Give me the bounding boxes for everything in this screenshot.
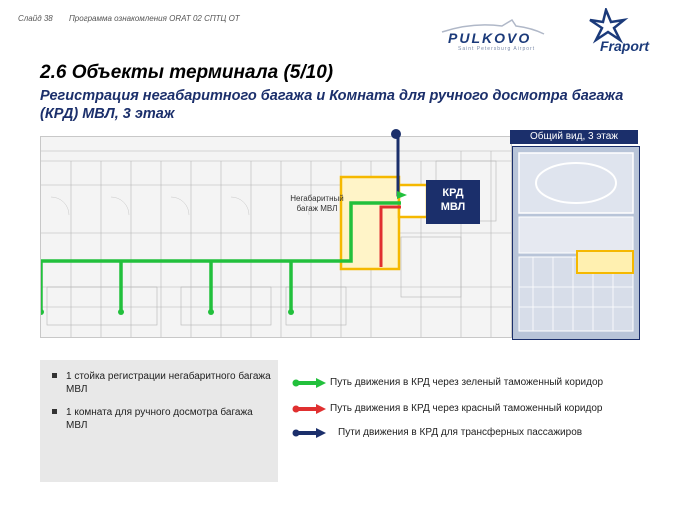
legend-green: Путь движения в КРД через зеленый таможе… <box>292 376 672 392</box>
green-arrow-icon <box>292 378 326 388</box>
legend-red-text: Путь движения в КРД через красный таможе… <box>330 403 603 414</box>
legend-red: Путь движения в КРД через красный таможе… <box>292 402 672 418</box>
overview-highlight <box>576 250 634 274</box>
slide-number: Слайд 38 <box>18 14 53 23</box>
page-title: 2.6 Объекты терминала (5/10) <box>40 62 334 83</box>
pulkovo-logo-icon <box>441 18 545 35</box>
krd-label-line1: КРД <box>442 187 464 199</box>
program-name: Программа ознакомления ORAT 02 СПТЦ ОТ <box>68 14 240 23</box>
slide-header: Слайд 38 Программа ознакомления ORAT 02 … <box>18 14 254 23</box>
legend-blue-text: Пути движения в КРД для трансферных пасс… <box>338 427 583 438</box>
legend-green-text: Путь движения в КРД через зеленый таможе… <box>330 377 604 388</box>
red-route <box>379 205 401 267</box>
facility-list: 1 стойка регистрации негабаритного багаж… <box>40 360 278 482</box>
fraport-logo-text: Fraport <box>600 38 649 54</box>
pulkovo-logo-subtext: Saint Petersburg Airport <box>458 46 536 52</box>
overview-label: Общий вид, 3 этаж <box>510 130 638 144</box>
overview-map-drawing <box>518 152 634 332</box>
krd-label-line2: МВЛ <box>440 201 466 213</box>
floor-plan-drawing <box>41 137 511 337</box>
list-item: 1 стойка регистрации негабаритного багаж… <box>52 370 272 396</box>
page-subtitle: Регистрация негабаритного багажа и Комна… <box>40 88 624 122</box>
floor-plan <box>40 136 512 338</box>
pulkovo-logo-text: PULKOVO <box>448 30 532 46</box>
overview-map <box>512 146 640 340</box>
green-route <box>41 201 401 312</box>
blue-route-start-icon <box>391 129 401 139</box>
red-arrow-icon <box>292 404 326 414</box>
blue-arrow-icon <box>292 428 326 438</box>
krd-room-label: КРД МВЛ <box>426 180 480 224</box>
krd-room-highlight <box>397 183 429 219</box>
legend-blue: Пути движения в КРД для трансферных пасс… <box>292 426 672 442</box>
list-item: 1 комната для ручного досмотра багажа МВ… <box>52 406 272 432</box>
fraport-star-icon <box>589 8 629 44</box>
oversize-baggage-label: Негабаритный багаж МВЛ <box>290 194 344 213</box>
